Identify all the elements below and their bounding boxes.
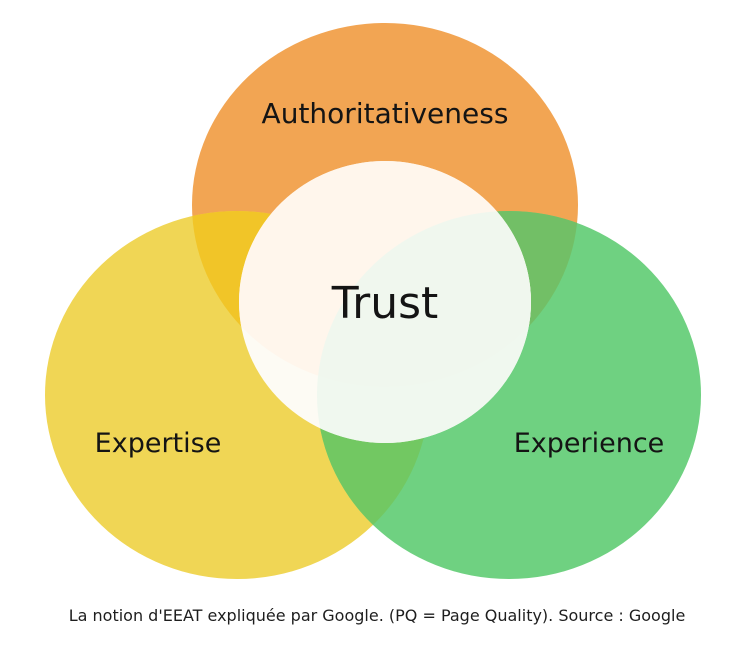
experience-label: Experience — [514, 428, 665, 459]
trust-label: Trust — [331, 278, 439, 329]
expertise-label: Expertise — [95, 428, 222, 459]
authoritativeness-label: Authoritativeness — [262, 97, 509, 130]
figure-caption: La notion d'EEAT expliquée par Google. (… — [68, 606, 686, 625]
trust-experience-tint — [317, 211, 531, 443]
